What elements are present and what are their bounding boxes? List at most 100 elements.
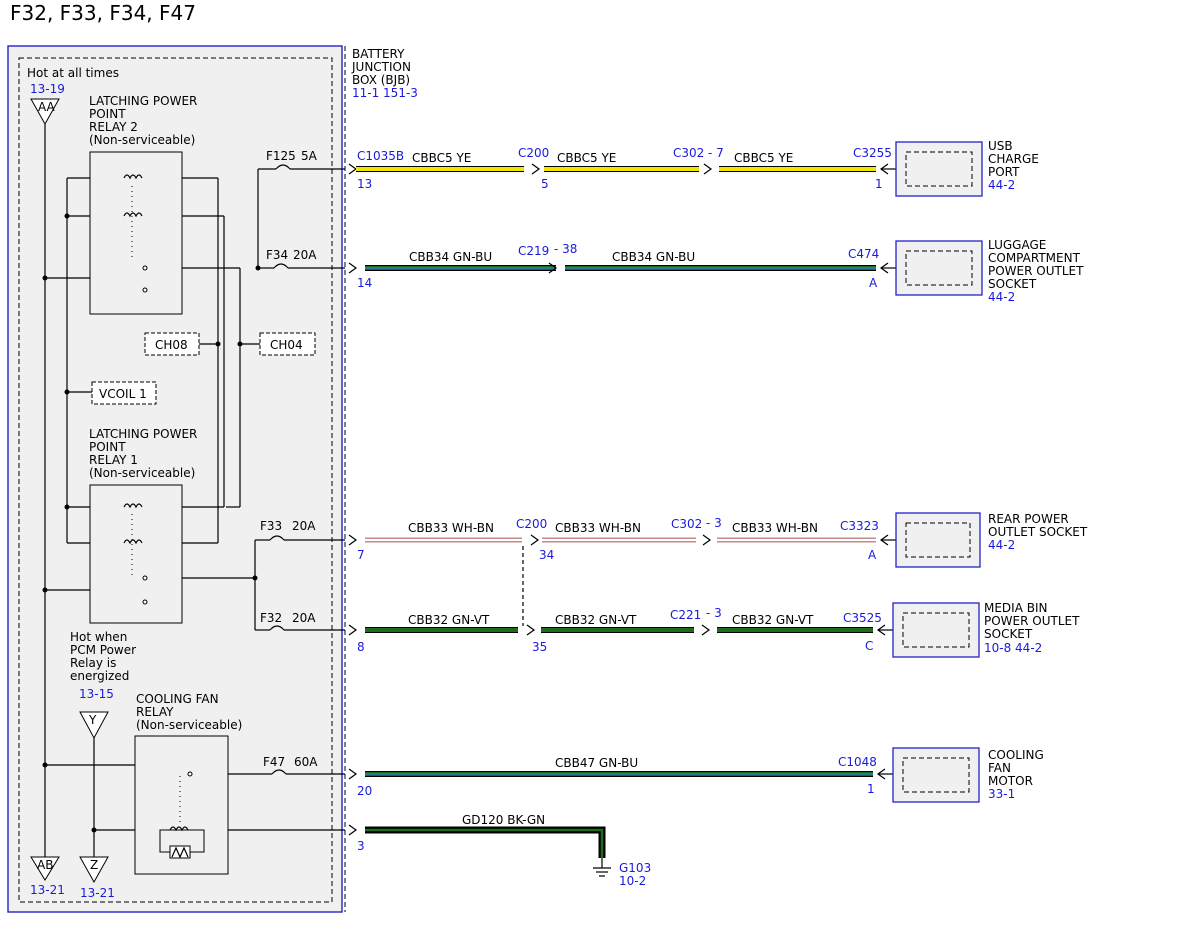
connector-label[interactable]: C474 xyxy=(848,247,879,261)
fuse-f125[interactable]: F125 5A xyxy=(258,149,345,170)
fuse-f34-name: F34 xyxy=(266,248,288,262)
tag-vcoil[interactable]: VCOIL 1 xyxy=(91,381,157,405)
device-label-line: SOCKET xyxy=(988,277,1037,291)
device-label-line: POWER OUTLET xyxy=(988,264,1084,278)
device-ref[interactable]: 10-8 44-2 xyxy=(984,641,1042,655)
wire-label: GD120 BK-GN xyxy=(462,813,545,827)
device-label-line: CHARGE xyxy=(988,152,1039,166)
fuse-f33[interactable]: F33 20A xyxy=(255,519,345,541)
fuse-f47[interactable]: F47 60A xyxy=(263,755,345,775)
circuit-usb[interactable]: C1035B 13 CBBC5 YE C200 5 CBBC5 YE C302 … xyxy=(356,139,1039,197)
y-note-line: Relay is xyxy=(70,656,116,670)
device-label-line: SOCKET xyxy=(984,627,1033,641)
pin-label: 20 xyxy=(357,784,372,798)
ground-ref[interactable]: 10-2 xyxy=(619,874,646,888)
circuit-luggage[interactable]: 14 CBB34 GN-BU C219 - 38 CBB34 GN-BU C47… xyxy=(357,238,1084,304)
device-ref[interactable]: 33-1 xyxy=(988,787,1015,801)
device-label-line: MOTOR xyxy=(988,774,1033,788)
connector-label[interactable]: C200 xyxy=(518,146,549,160)
ab-ref[interactable]: 13-21 xyxy=(30,883,65,897)
relay-2[interactable]: LATCHING POWER POINT RELAY 2 (Non-servic… xyxy=(89,94,197,315)
fuse-f125-name: F125 xyxy=(266,149,296,163)
z-ref[interactable]: 13-21 xyxy=(80,886,115,900)
pin-label: - 38 xyxy=(554,242,577,256)
fan-relay-label-line: RELAY xyxy=(136,705,174,719)
y-note-line: energized xyxy=(70,669,129,683)
device-label-line: LUGGAGE xyxy=(988,238,1046,252)
aa-ref[interactable]: 13-19 xyxy=(30,82,65,96)
pin-label: 35 xyxy=(532,640,547,654)
connector-label[interactable]: C1035B xyxy=(357,149,404,163)
connector-label[interactable]: C219 xyxy=(518,244,549,258)
arrow-icon xyxy=(530,534,540,546)
connector-label[interactable]: C1048 xyxy=(838,755,877,769)
circuit-cooling-fan[interactable]: 20 CBB47 GN-BU C1048 1 COOLING FAN MOTOR… xyxy=(357,747,1044,803)
wire-label: CBB32 GN-VT xyxy=(555,613,637,627)
junction-dots xyxy=(42,213,261,833)
circuit-ground[interactable]: 3 GD120 BK-GN G103 10-2 xyxy=(357,813,651,888)
relay-1-label-line: (Non-serviceable) xyxy=(89,466,195,480)
device-ref[interactable]: 44-2 xyxy=(988,290,1015,304)
bjb-label-line: BATTERY xyxy=(352,47,405,61)
fuse-f34-amps: 20A xyxy=(293,248,317,262)
bjb-label: BATTERY JUNCTION BOX (BJB) 11-1 151-3 xyxy=(351,47,418,100)
connector-label[interactable]: C3323 xyxy=(840,519,879,533)
tag-ch04[interactable]: CH04 xyxy=(259,332,316,356)
y-note-line: Hot when xyxy=(70,630,127,644)
device-inner xyxy=(905,151,973,187)
device-inner xyxy=(905,522,971,558)
device-ref[interactable]: 44-2 xyxy=(988,538,1015,552)
hot-label: Hot at all times xyxy=(27,66,119,80)
fuse-f33-icon xyxy=(269,535,285,541)
connector-label[interactable]: C3255 xyxy=(853,146,892,160)
wire-label: CBB34 GN-BU xyxy=(409,250,492,264)
wire-label: CBB33 WH-BN xyxy=(732,521,818,535)
relay-2-coil-icon xyxy=(123,174,143,180)
bjb-refs[interactable]: 11-1 151-3 xyxy=(352,86,418,100)
device-label-line: OUTLET SOCKET xyxy=(988,525,1088,539)
y-ref[interactable]: 13-15 xyxy=(79,687,114,701)
ab-label: AB xyxy=(37,858,53,872)
tag-vcoil-label: VCOIL 1 xyxy=(99,387,147,401)
relay-2-label-line: RELAY 2 xyxy=(89,120,138,134)
connector-label[interactable]: C302 xyxy=(671,517,702,531)
connector-label[interactable]: C3525 xyxy=(843,611,882,625)
hot-at-all-times-zone xyxy=(18,57,333,903)
relay-2-label-line: LATCHING POWER xyxy=(89,94,197,108)
wire-green-stripe xyxy=(365,828,604,858)
connector-label[interactable]: C302 xyxy=(673,146,704,160)
connector-label[interactable]: C221 xyxy=(670,608,701,622)
ground-name[interactable]: G103 xyxy=(619,861,651,875)
tag-ch08[interactable]: CH08 xyxy=(144,332,200,356)
relay-2-label-line: POINT xyxy=(89,107,126,121)
circuit-rear-outlet[interactable]: 7 CBB33 WH-BN C200 34 CBB33 WH-BN C302 -… xyxy=(357,512,1088,568)
bjb-connector-arrows xyxy=(348,163,358,836)
relay-1-label-line: RELAY 1 xyxy=(89,453,138,467)
cooling-fan-relay[interactable]: COOLING FAN RELAY (Non-serviceable) xyxy=(134,692,242,875)
device-inner xyxy=(902,757,970,793)
feed-aa-triangle-icon[interactable] xyxy=(30,98,60,126)
wire-label: CBB47 GN-BU xyxy=(555,756,638,770)
relay-2-label-line: (Non-serviceable) xyxy=(89,133,195,147)
bjb-label-line: JUNCTION xyxy=(351,60,411,74)
fuse-f34-icon xyxy=(273,263,289,269)
wire-label: CBBC5 YE xyxy=(412,151,471,165)
circuit-media-bin[interactable]: 8 CBB32 GN-VT 35 CBB32 GN-VT C221 - 3 CB… xyxy=(357,601,1080,658)
wire-label: CBB33 WH-BN xyxy=(555,521,641,535)
fuse-f32[interactable]: F32 20A xyxy=(255,611,345,631)
device-ref[interactable]: 44-2 xyxy=(988,178,1015,192)
feed-y-triangle-icon[interactable] xyxy=(79,711,109,740)
wire-label: CBB32 GN-VT xyxy=(732,613,814,627)
device-label-line: COOLING xyxy=(988,748,1044,762)
arrow-icon xyxy=(348,163,358,175)
fuse-f34[interactable]: F34 20A xyxy=(258,248,345,269)
pin-label: - 7 xyxy=(708,146,724,160)
fan-relay-contact-icon xyxy=(187,771,193,777)
y-note-line: PCM Power xyxy=(70,643,136,657)
connector-label[interactable]: C200 xyxy=(516,517,547,531)
fuse-f33-amps: 20A xyxy=(292,519,316,533)
relay-1[interactable]: LATCHING POWER POINT RELAY 1 (Non-servic… xyxy=(89,427,197,624)
y-note: Hot when PCM Power Relay is energized xyxy=(70,630,136,683)
device-label-line: PORT xyxy=(988,165,1020,179)
device-label-line: POWER OUTLET xyxy=(984,614,1080,628)
